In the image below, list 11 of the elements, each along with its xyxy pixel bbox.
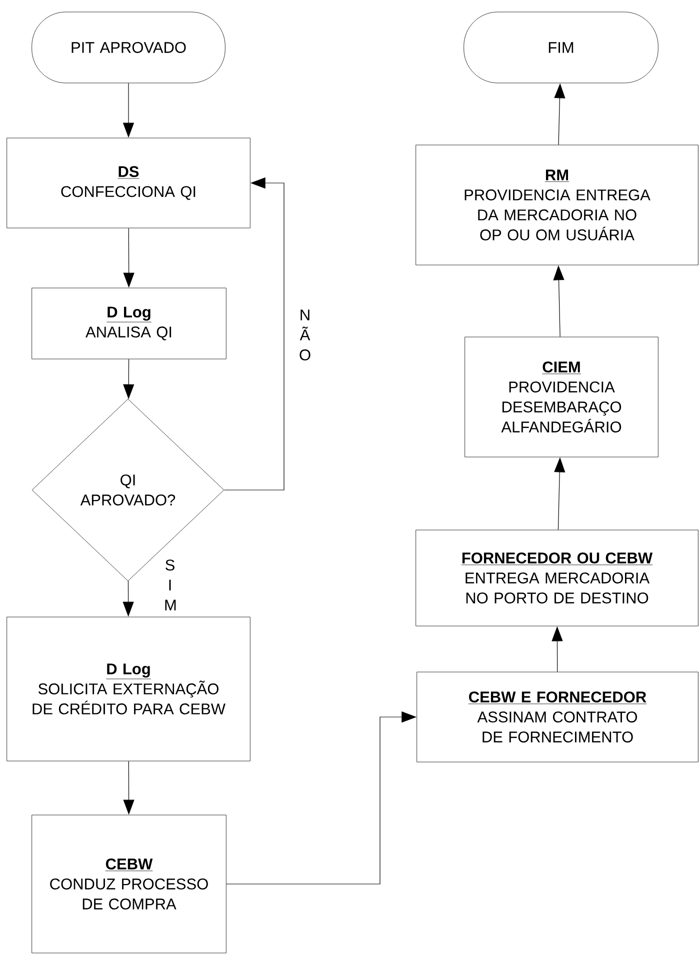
terminal: PIT APROVADO: [32, 12, 226, 84]
terminal: FIM: [464, 12, 658, 84]
process-box: FORNECEDOR OU CEBW ENTREGA MERCADORIA NO PORTO DE DESTINO: [416, 530, 698, 626]
process-box: D Log ANALISA QI: [32, 288, 226, 360]
process-box: DS CONFECCIONA QI: [6, 138, 250, 228]
process-box: CEBW E FORNECEDOR ASSINAM CONTRATO DE FORNECIMENTO: [416, 672, 698, 762]
edge-label: N Ã O: [298, 308, 312, 362]
process-box: CEBW CONDUZ PROCESSO DE COMPRA: [32, 814, 226, 954]
process-box: RM PROVIDENCIA ENTREGA DA MERCADORIA NO OP OU OM USUÁRIA: [416, 144, 698, 266]
process-box: CIEM PROVIDENCIA DESEMBARAÇO ALFANDEGÁRIO: [464, 336, 658, 458]
process-box: D Log SOLICITA EXTERNAÇÃO DE CRÉDITO PARA CEBW: [6, 616, 250, 762]
